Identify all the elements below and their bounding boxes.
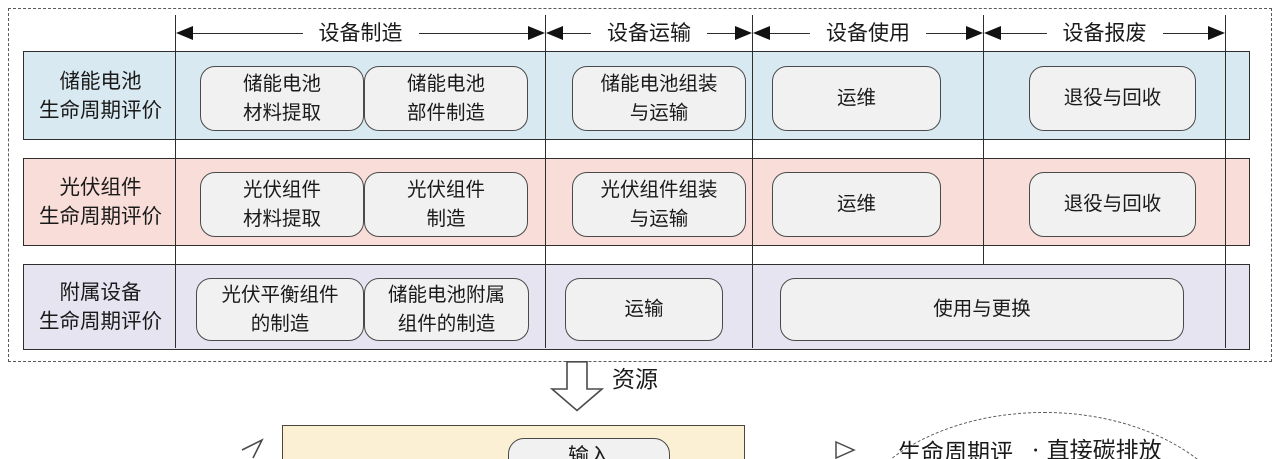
process-box: 运维	[772, 66, 941, 131]
ellipse-title: 生命周期评	[898, 440, 1013, 459]
arrowhead-left-icon	[546, 26, 563, 40]
arrowhead-right-icon	[966, 26, 983, 40]
arrowhead-left-icon	[984, 26, 1001, 40]
arrowhead-left-icon	[176, 26, 193, 40]
stage-divider	[1225, 15, 1226, 348]
arrow-line	[1001, 32, 1047, 34]
arrowhead-right-icon	[735, 26, 752, 40]
process-box: 退役与回收	[1029, 66, 1196, 131]
stage-divider	[752, 15, 753, 348]
arrow-line	[563, 32, 591, 34]
process-box: 光伏平衡组件 的制造	[196, 278, 364, 341]
process-box: 光伏组件 材料提取	[200, 172, 364, 237]
row-label: 附属设备 生命周期评价	[39, 280, 162, 333]
process-box: 光伏组件组装 与运输	[572, 172, 746, 237]
input-box: 输入	[508, 438, 670, 459]
lca-panel: 设备制造 设备运输 设备使用 设备报废 储能电池 生命周期评价	[8, 8, 1272, 362]
arrow-line	[770, 32, 810, 34]
row-label: 光伏组件 生命周期评价	[39, 175, 162, 228]
stage-header-manufacture: 设备制造	[176, 18, 545, 48]
stage-label: 设备使用	[826, 20, 910, 45]
arrowhead-right-icon	[1208, 26, 1225, 40]
open-arrowhead-icon	[241, 438, 264, 459]
process-box: 运输	[565, 278, 723, 341]
arrow-line	[926, 32, 966, 34]
process-box: 退役与回收	[1029, 172, 1196, 237]
process-box: 使用与更换	[780, 278, 1184, 341]
row-pv-lca: 光伏组件 生命周期评价 光伏组件 材料提取 光伏组件 制造 光伏组件组装 与运输…	[23, 158, 1250, 246]
process-box: 运维	[772, 172, 941, 237]
process-box: 储能电池组装 与运输	[572, 66, 746, 131]
stage-label: 设备报废	[1062, 20, 1147, 45]
row-battery-lca: 储能电池 生命周期评价 储能电池 材料提取 储能电池 部件制造 储能电池组装 与…	[23, 51, 1250, 140]
arrowhead-left-icon	[753, 26, 770, 40]
process-box: 储能电池 材料提取	[200, 66, 364, 131]
arrowhead-right-icon	[528, 26, 545, 40]
ellipse-bullet-item: · 直接碳排放	[1032, 438, 1162, 459]
stage-label: 设备运输	[607, 20, 691, 45]
resource-label: 资源	[612, 367, 658, 393]
process-box: 储能电池 部件制造	[364, 66, 528, 131]
row-label: 储能电池 生命周期评价	[39, 68, 162, 122]
stage-header-retire: 设备报废	[984, 18, 1225, 48]
stage-label: 设备制造	[318, 20, 403, 45]
open-arrowhead-icon	[835, 440, 856, 459]
input-label: 输入	[568, 444, 610, 459]
arrow-line	[193, 32, 303, 34]
stage-header-transport: 设备运输	[546, 18, 752, 48]
process-box: 储能电池附属 组件的制造	[364, 278, 529, 341]
down-block-arrow-icon	[550, 361, 604, 412]
arrow-line	[1162, 32, 1208, 34]
row-aux-lca: 附属设备 生命周期评价 光伏平衡组件 的制造 储能电池附属 组件的制造 运输 使…	[23, 264, 1250, 350]
stage-divider	[545, 15, 546, 348]
stage-divider	[175, 15, 176, 348]
stage-divider	[983, 15, 984, 264]
stage-header-use: 设备使用	[753, 18, 983, 48]
arrow-line	[418, 32, 528, 34]
process-box: 光伏组件 制造	[364, 172, 528, 237]
arrow-line	[707, 32, 735, 34]
